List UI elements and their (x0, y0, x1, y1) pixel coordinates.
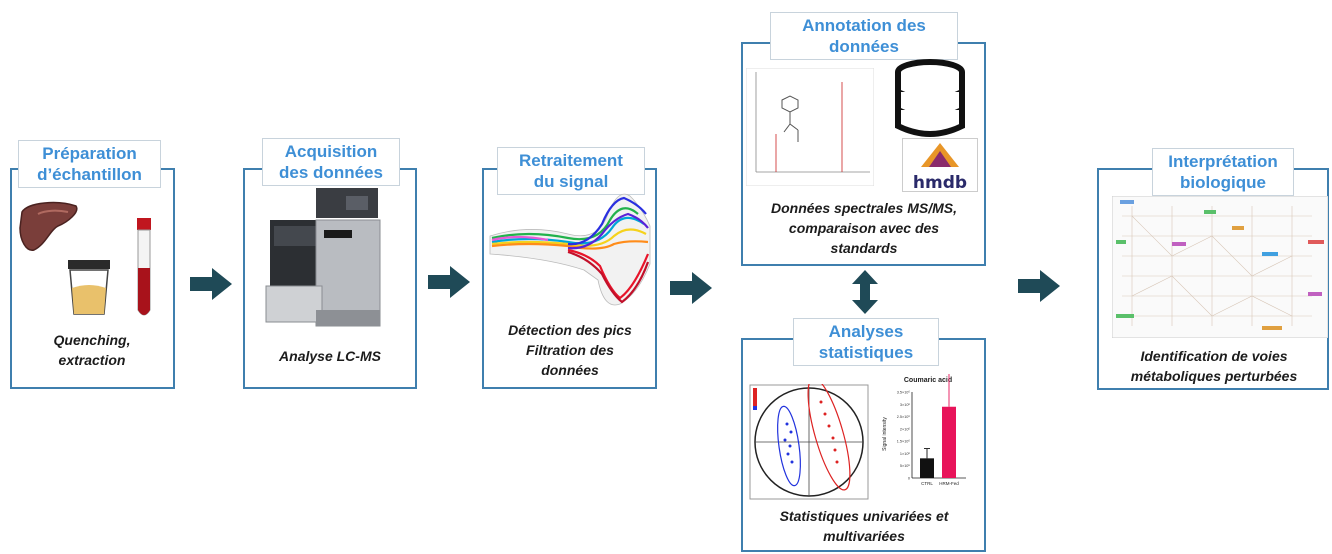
caption-line: standards (830, 240, 898, 256)
pca-score-plot (749, 384, 869, 500)
chart-title: Coumaric acid (904, 377, 952, 384)
title-line: du signal (533, 172, 609, 191)
chart-y-tick-label: 1.5×10⁶ (897, 440, 911, 444)
signal-chromatogram-image (489, 193, 651, 306)
caption-line: extraction (58, 352, 126, 368)
step-title-annotation: Annotation des données (770, 12, 958, 60)
caption-line: Identification de voies (1140, 348, 1288, 364)
liver-icon (19, 201, 78, 251)
chart-error-bar (948, 374, 950, 407)
title-line: biologique (1180, 173, 1266, 192)
step-title-preparation: Préparation d’échantillon (18, 140, 161, 188)
step-caption-acquisition: Analyse LC-MS (247, 346, 413, 366)
chart-y-tick-label: 0 (908, 477, 910, 481)
title-line: Acquisition (284, 142, 378, 161)
step-caption-retraitement: Détection des pics Filtration des donnée… (486, 320, 654, 380)
blood-tube-icon (137, 218, 151, 316)
step-title-statistiques: Analyses statistiques (793, 318, 939, 366)
step-caption-statistiques: Statistiques univariées et multivariées (746, 506, 982, 546)
title-line: statistiques (818, 343, 914, 362)
title-line: Annotation des (802, 16, 926, 35)
chart-bar (920, 458, 934, 478)
ms-spectrum-image (746, 68, 874, 186)
chart-y-tick-label: 2×10⁶ (900, 427, 911, 431)
step-caption-interpretation: Identification de voies métaboliques per… (1102, 346, 1326, 386)
caption-line: données (541, 362, 599, 378)
caption-line: Détection des pics (508, 322, 632, 338)
chart-y-tick-label: 1×10⁶ (900, 452, 911, 456)
title-line: Analyses (828, 322, 904, 341)
caption-line: comparaison avec des (788, 220, 940, 236)
database-icon (895, 59, 965, 137)
caption-line: Statistiques univariées et (779, 508, 949, 524)
double-arrow-icon (852, 270, 878, 314)
chart-x-tick-label: HRM-Fed (939, 481, 959, 486)
hmdb-logo: hmdb (902, 138, 978, 192)
chart-bar (942, 406, 956, 478)
title-line: Interprétation (1168, 152, 1278, 171)
chart-x-tick-label: CTRL (921, 481, 933, 486)
hmdb-logo-mark (921, 143, 959, 167)
metabolic-pathway-map (1112, 196, 1328, 338)
chart-y-tick-label: 5×10⁵ (900, 464, 911, 468)
step-title-interpretation: Interprétation biologique (1152, 148, 1294, 196)
coumaric-acid-bar-chart: Coumaric acid Signal intensity 0 5×10⁵ 1×1… (882, 374, 966, 486)
title-line: données (829, 37, 899, 56)
arrow-right-icon (1018, 270, 1060, 302)
caption-line: Analyse LC-MS (279, 348, 381, 364)
title-line: des données (279, 163, 383, 182)
arrow-right-icon (670, 272, 712, 304)
title-line: d’échantillon (37, 165, 142, 184)
caption-line: Quenching, (53, 332, 131, 348)
step-caption-annotation: Données spectrales MS/MS, comparaison av… (746, 198, 982, 258)
chart-error-bar (924, 448, 930, 459)
arrow-right-icon (190, 268, 232, 300)
lc-ms-instrument-icon (265, 188, 381, 327)
arrow-right-icon (428, 266, 470, 298)
caption-line: métaboliques perturbées (1130, 368, 1298, 384)
caption-line: Données spectrales MS/MS, (771, 200, 957, 216)
title-line: Préparation (42, 144, 137, 163)
title-line: Retraitement (519, 151, 623, 170)
caption-line: multivariées (823, 528, 905, 544)
step-title-acquisition: Acquisition des données (262, 138, 400, 186)
step-caption-preparation: Quenching, extraction (14, 330, 170, 370)
sample-cup-icon (68, 260, 110, 315)
step-title-retraitement: Retraitement du signal (497, 147, 645, 195)
chart-y-axis-label: Signal intensity (882, 417, 888, 451)
chart-y-tick-label: 3×10⁶ (900, 403, 911, 407)
hmdb-logo-text: hmdb (912, 173, 968, 193)
chart-y-tick-label: 3.5×10⁶ (897, 391, 911, 395)
caption-line: Filtration des (526, 342, 614, 358)
chart-y-tick-label: 2.5×10⁶ (897, 415, 911, 419)
